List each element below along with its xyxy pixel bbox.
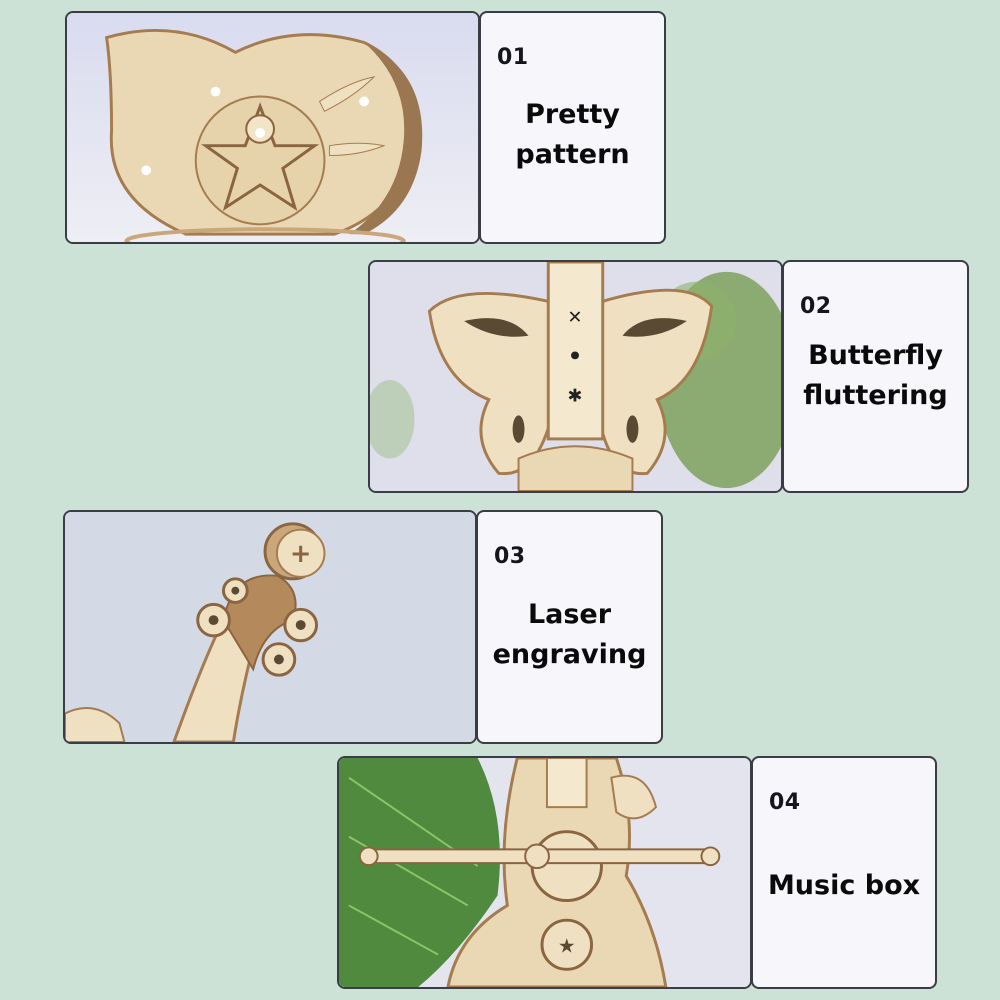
feature-number: 02 — [800, 294, 832, 319]
feature-photo-03: + — [63, 510, 477, 744]
feature-title-line1: Pretty — [525, 99, 620, 130]
feature-card-04: 04 Music box — [751, 756, 937, 989]
butterfly-illustration: ✕ ✱ — [370, 262, 781, 491]
feature-number: 03 — [494, 544, 526, 569]
feature-title-line1: Laser — [527, 599, 612, 630]
feature-number: 01 — [497, 45, 529, 70]
feature-card-01: 01 Pretty pattern — [479, 11, 666, 244]
feature-photo-01 — [65, 11, 480, 244]
feature-card-03: 03 Laser engraving — [476, 510, 663, 744]
feature-photo-04: ★ — [337, 756, 752, 989]
feature-title-line1: Music box — [767, 870, 921, 901]
feature-title: Pretty pattern — [481, 95, 664, 175]
feature-number: 04 — [769, 790, 801, 815]
violin-body-illustration — [67, 13, 478, 242]
feature-title-line2: fluttering — [803, 380, 948, 411]
svg-text:+: + — [290, 539, 312, 569]
feature-title-line2: pattern — [515, 139, 630, 170]
feature-title-line1: Butterfly — [808, 340, 943, 371]
music-box-illustration: ★ — [339, 758, 750, 987]
feature-title: Laser engraving — [478, 595, 661, 675]
svg-text:★: ★ — [558, 935, 576, 958]
feature-card-02: 02 Butterfly fluttering — [782, 260, 969, 493]
feature-photo-02: ✕ ✱ — [368, 260, 783, 493]
violin-scroll-illustration: + — [65, 512, 475, 742]
svg-text:✕: ✕ — [568, 308, 583, 328]
feature-title: Music box — [753, 866, 935, 906]
feature-title: Butterfly fluttering — [784, 336, 967, 416]
svg-text:✱: ✱ — [568, 387, 583, 407]
feature-title-line2: engraving — [492, 639, 647, 670]
